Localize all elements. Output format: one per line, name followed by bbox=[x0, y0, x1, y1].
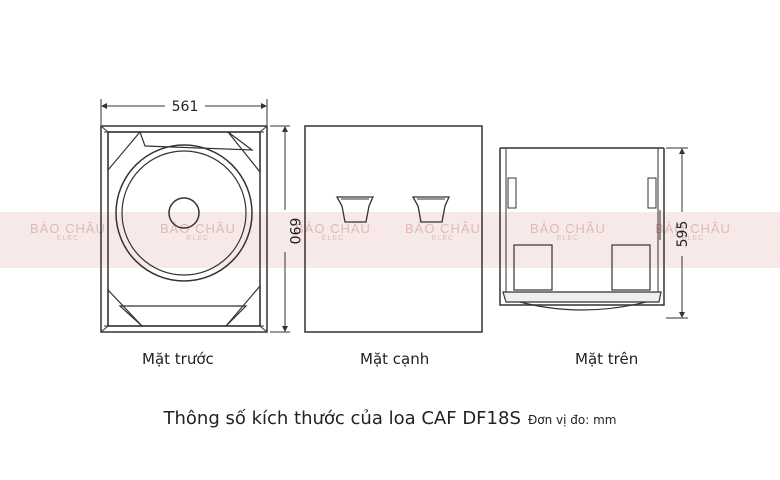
handle-recess-left bbox=[335, 196, 375, 223]
caption-unit: Đơn vị đo: mm bbox=[527, 413, 617, 427]
caption: Thông số kích thước của loa CAF DF18S Đơ… bbox=[0, 408, 780, 429]
side-view-label: Mặt cạnh bbox=[360, 350, 430, 368]
height-dimension-line bbox=[270, 125, 290, 333]
top-view bbox=[499, 147, 688, 319]
depth-dimension-label: 595 bbox=[675, 221, 691, 248]
width-dimension-label: 561 bbox=[172, 99, 199, 115]
caption-title: Thông số kích thước của loa CAF DF18S bbox=[163, 408, 521, 429]
depth-dimension-line bbox=[666, 147, 688, 319]
width-dimension-line bbox=[100, 99, 268, 125]
corner-panel bbox=[118, 305, 248, 327]
corner-panel bbox=[226, 131, 261, 174]
handle-recess-right bbox=[411, 196, 451, 223]
corner-panel bbox=[107, 288, 144, 327]
side-view bbox=[304, 125, 483, 333]
height-dimension-label: 690 bbox=[286, 218, 302, 245]
side-handle bbox=[507, 177, 517, 209]
grille-edge bbox=[502, 291, 662, 303]
rear-block-right bbox=[611, 244, 651, 291]
top-cabinet-outline bbox=[499, 148, 665, 306]
grille-curve bbox=[519, 301, 647, 311]
woofer-dust-cap bbox=[168, 197, 200, 229]
woofer-cone bbox=[121, 150, 247, 276]
rear-block-left bbox=[513, 244, 553, 291]
front-view-label: Mặt trước bbox=[142, 350, 214, 368]
corner-panel bbox=[139, 131, 254, 151]
front-view bbox=[100, 99, 290, 333]
corner-panel bbox=[107, 131, 142, 172]
front-grille-frame bbox=[107, 131, 261, 327]
top-view-label: Mặt trên bbox=[575, 350, 639, 368]
side-cabinet-outline bbox=[304, 125, 483, 333]
side-handle bbox=[647, 177, 657, 209]
front-cabinet-outline bbox=[100, 125, 268, 333]
woofer-outer-ring bbox=[115, 144, 253, 282]
